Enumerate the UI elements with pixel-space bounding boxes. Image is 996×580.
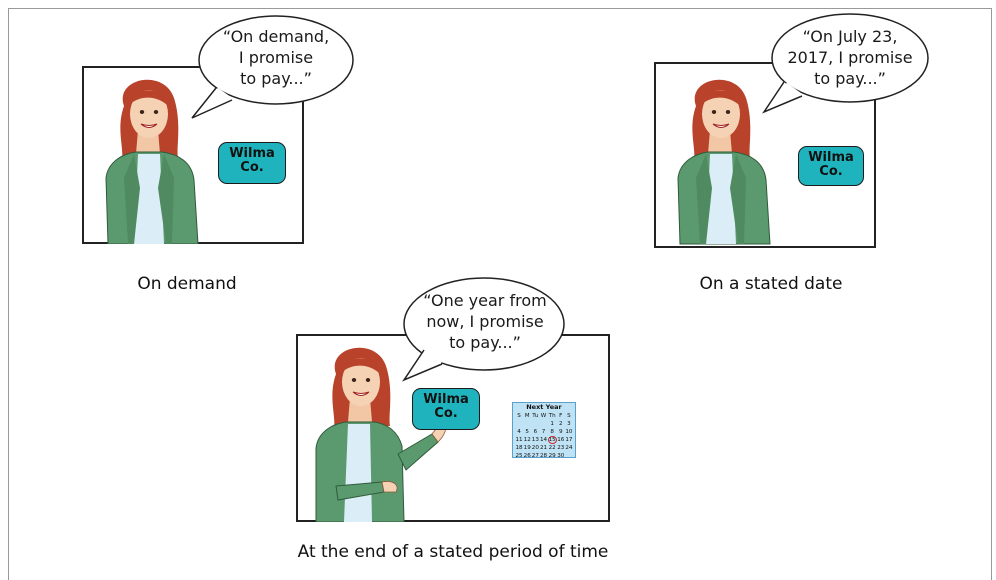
sign-line-1: Wilma [808,150,854,165]
calendar-date: 15 [547,436,557,444]
woman-illustration [105,79,199,244]
speech-bubble-text: “One year from now, I promise to pay...” [408,290,562,353]
calendar-date: 20 [531,445,539,451]
bubble-line-3: to pay...” [814,69,886,88]
calendar-day-header: Th [548,413,556,419]
wilma-co-sign: Wilma Co. [412,388,480,430]
calendar-day-header: Tu [532,413,539,419]
calendar-date: 5 [525,429,529,435]
calendar-date: 1 [550,421,554,427]
speech-bubble-text: “On demand, I promise to pay...” [206,26,346,89]
speech-bubble-text: “On July 23, 2017, I promise to pay...” [776,26,924,89]
calendar-date: 12 [523,437,531,443]
caption-stated-period: At the end of a stated period of time [297,542,609,562]
calendar-date [531,420,539,428]
sign-line-1: Wilma [229,146,275,161]
calendar-date [565,452,573,460]
sign-line-1: Wilma [423,392,469,407]
calendar-date: 3 [567,421,571,427]
calendar-date: 17 [565,437,573,443]
speech-bubble [401,277,565,382]
calendar-date: 22 [548,445,556,451]
calendar-date: 28 [539,453,548,459]
bubble-line-2: 2017, I promise [787,48,913,67]
calendar-date: 24 [565,445,573,451]
bubble-line-2: I promise [238,48,314,67]
woman-illustration [677,79,771,245]
sign-line-2: Co. [240,160,264,175]
calendar-date [515,420,523,428]
calendar-date: 30 [557,453,565,459]
calendar-title: Next Year [526,403,562,411]
speech-bubble [761,13,929,114]
calendar-date: 9 [558,429,563,435]
caption-on-stated-date: On a stated date [699,274,843,294]
calendar-date: 6 [533,429,538,435]
wilma-co-sign: Wilma Co. [218,142,286,184]
bubble-line-1: “On demand, [222,27,330,46]
bubble-line-2: now, I promise [426,312,544,331]
calendar-date: 29 [548,453,556,459]
calendar-date: 4 [517,429,521,435]
sign-line-2: Co. [819,164,843,179]
wilma-co-sign: Wilma Co. [798,146,864,186]
calendar-date: 11 [515,437,523,443]
speech-bubble [191,15,354,119]
calendar-date: 7 [541,429,546,435]
calendar-date [523,420,531,428]
calendar-date: 16 [557,437,565,443]
calendar-date: 19 [523,445,531,451]
calendar-date: 23 [557,445,565,451]
bubble-line-1: “On July 23, [802,27,898,46]
calendar-date: 18 [515,445,523,451]
calendar-day-header: M [524,413,530,419]
calendar-date: 26 [523,453,531,459]
calendar-date: 8 [550,429,554,435]
woman-illustration [315,347,447,522]
bubble-line-1: “One year from [423,291,547,310]
calendar-date: 21 [539,445,548,451]
calendar-day-header: S [517,413,521,419]
figure-frame [8,8,992,580]
calendar-date [539,420,547,428]
calendar-date: 25 [515,453,523,459]
calendar-date: 13 [531,437,539,443]
calendar-date: 14 [539,437,548,443]
sign-line-2: Co. [434,406,458,421]
calendar-day-header: S [567,413,571,419]
calendar-day-header: W [540,413,547,419]
bubble-line-3: to pay...” [449,333,521,352]
bubble-line-3: to pay...” [240,69,312,88]
calendar-date: 10 [565,429,573,435]
calendar-day-header: F [559,413,563,419]
caption-on-demand: On demand [137,274,237,294]
calendar-date: 2 [558,421,563,427]
calendar-date: 27 [531,453,539,459]
